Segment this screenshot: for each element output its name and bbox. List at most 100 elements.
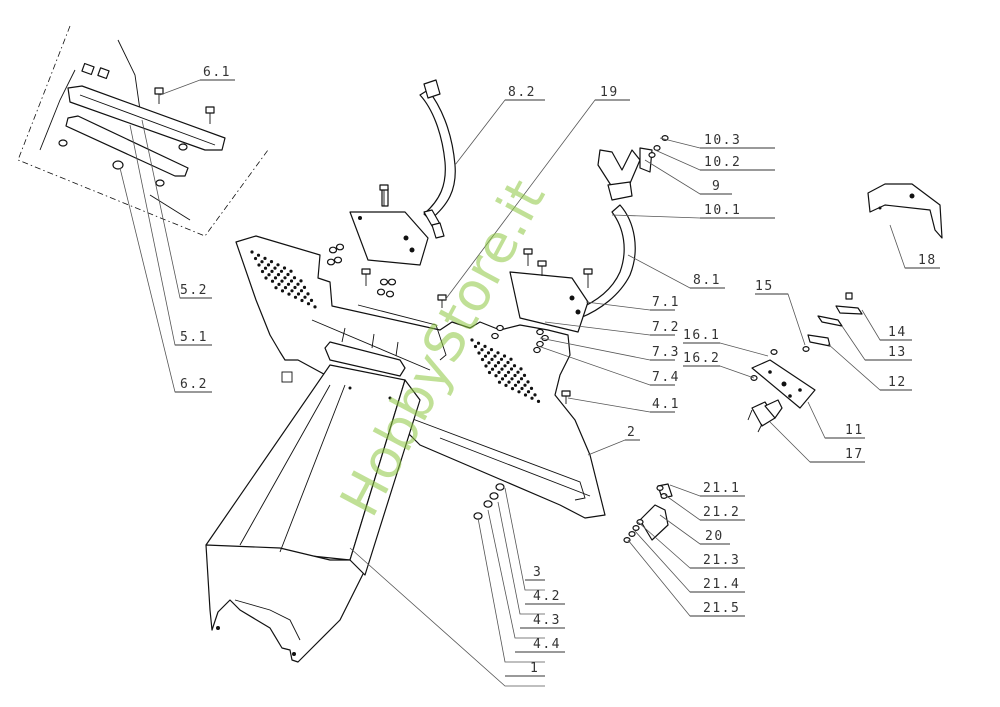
vent-hole bbox=[476, 341, 481, 345]
vent-hole bbox=[263, 266, 268, 270]
vent-hole bbox=[263, 256, 267, 260]
label-20: 20 bbox=[705, 529, 724, 544]
label-19: 19 bbox=[600, 85, 619, 100]
nut bbox=[802, 346, 810, 353]
vent-hole bbox=[519, 377, 524, 381]
vent-hole bbox=[287, 292, 291, 296]
vent-hole bbox=[289, 279, 294, 283]
vent-hole bbox=[250, 250, 254, 254]
bolt bbox=[561, 390, 571, 404]
vent-hole bbox=[503, 374, 508, 378]
fasteners bbox=[326, 135, 810, 543]
label-21-4: 21.4 bbox=[703, 577, 740, 592]
vent-hole bbox=[496, 361, 501, 365]
vent-hole bbox=[267, 273, 271, 277]
vent-hole bbox=[529, 386, 534, 390]
nut bbox=[491, 332, 499, 340]
nut bbox=[656, 485, 664, 492]
bolt bbox=[379, 184, 389, 206]
vent-hole bbox=[306, 302, 311, 306]
vent-hole bbox=[292, 276, 297, 280]
vent-hole bbox=[486, 351, 491, 355]
vent-hole bbox=[519, 367, 523, 371]
label-4-4: 4.4 bbox=[533, 637, 561, 652]
label-18: 18 bbox=[918, 253, 937, 268]
vent-hole bbox=[489, 348, 494, 352]
vent-hole bbox=[257, 263, 261, 267]
vent-hole bbox=[289, 269, 293, 273]
label-16-2: 16.2 bbox=[683, 351, 720, 366]
bolt bbox=[537, 260, 547, 276]
vent-hole bbox=[494, 374, 498, 378]
vent-hole bbox=[499, 357, 504, 361]
vent-hole bbox=[279, 269, 284, 273]
label-14: 14 bbox=[888, 325, 907, 340]
vent-hole bbox=[520, 386, 524, 391]
label-4-2: 4.2 bbox=[533, 589, 561, 604]
vent-hole bbox=[526, 390, 531, 394]
vent-hole bbox=[296, 282, 300, 286]
label-17: 17 bbox=[845, 447, 864, 462]
label-10-2: 10.2 bbox=[704, 155, 741, 170]
vent-hole bbox=[253, 256, 258, 261]
vent-hole bbox=[504, 383, 508, 387]
part-8-1-handle bbox=[509, 147, 653, 333]
label-21-5: 21.5 bbox=[703, 601, 740, 616]
part-2-main-plate bbox=[235, 235, 606, 519]
vent-hole bbox=[280, 289, 285, 293]
vent-hole bbox=[302, 285, 307, 289]
nut bbox=[632, 524, 640, 531]
label-21-3: 21.3 bbox=[703, 553, 740, 568]
label-10-3: 10.3 bbox=[704, 133, 741, 148]
detail-bracket-part bbox=[65, 85, 226, 177]
vent-hole bbox=[500, 377, 505, 381]
vent-hole bbox=[273, 266, 277, 270]
vent-hole bbox=[487, 361, 491, 365]
vent-hole bbox=[283, 276, 287, 280]
nut bbox=[533, 346, 541, 354]
vent-hole bbox=[517, 390, 521, 394]
vent-hole bbox=[533, 393, 537, 397]
bolt bbox=[523, 248, 533, 266]
vent-hole bbox=[502, 354, 507, 358]
vent-hole bbox=[260, 260, 264, 264]
vent-hole bbox=[507, 380, 511, 384]
bolt bbox=[437, 294, 447, 308]
vent-hole bbox=[299, 289, 304, 293]
vent-hole bbox=[480, 348, 484, 352]
part-12-13-14-clips bbox=[807, 292, 863, 347]
label-21-2: 21.2 bbox=[703, 505, 740, 520]
vent-hole bbox=[510, 387, 515, 391]
vent-hole bbox=[490, 357, 494, 361]
nut bbox=[326, 258, 336, 266]
vent-hole bbox=[509, 367, 514, 371]
label-5-1: 5.1 bbox=[180, 330, 208, 345]
vent-hole bbox=[506, 360, 510, 365]
vent-hole bbox=[506, 370, 511, 374]
vent-hole bbox=[522, 373, 527, 377]
label-7-1: 7.1 bbox=[652, 295, 680, 310]
vent-hole bbox=[293, 285, 297, 290]
vent-hole bbox=[286, 282, 291, 286]
vent-hole bbox=[293, 295, 298, 299]
part-18-bracket bbox=[867, 183, 943, 239]
vent-hole bbox=[536, 399, 541, 403]
nut bbox=[328, 246, 338, 254]
bolt bbox=[583, 268, 593, 288]
label-7-2: 7.2 bbox=[652, 320, 680, 335]
vent-hole bbox=[264, 276, 268, 280]
vent-hole bbox=[513, 373, 517, 378]
label-21-1: 21.1 bbox=[703, 481, 740, 496]
label-8-1: 8.1 bbox=[693, 273, 721, 288]
vent-hole bbox=[270, 269, 274, 273]
label-12: 12 bbox=[888, 375, 907, 390]
nut bbox=[495, 483, 505, 491]
vent-hole bbox=[523, 383, 527, 387]
vent-hole bbox=[290, 289, 294, 293]
vent-hole bbox=[512, 364, 517, 368]
nut bbox=[387, 278, 397, 286]
vent-hole bbox=[516, 370, 520, 374]
label-8-2: 8.2 bbox=[508, 85, 536, 100]
nut bbox=[376, 288, 386, 296]
